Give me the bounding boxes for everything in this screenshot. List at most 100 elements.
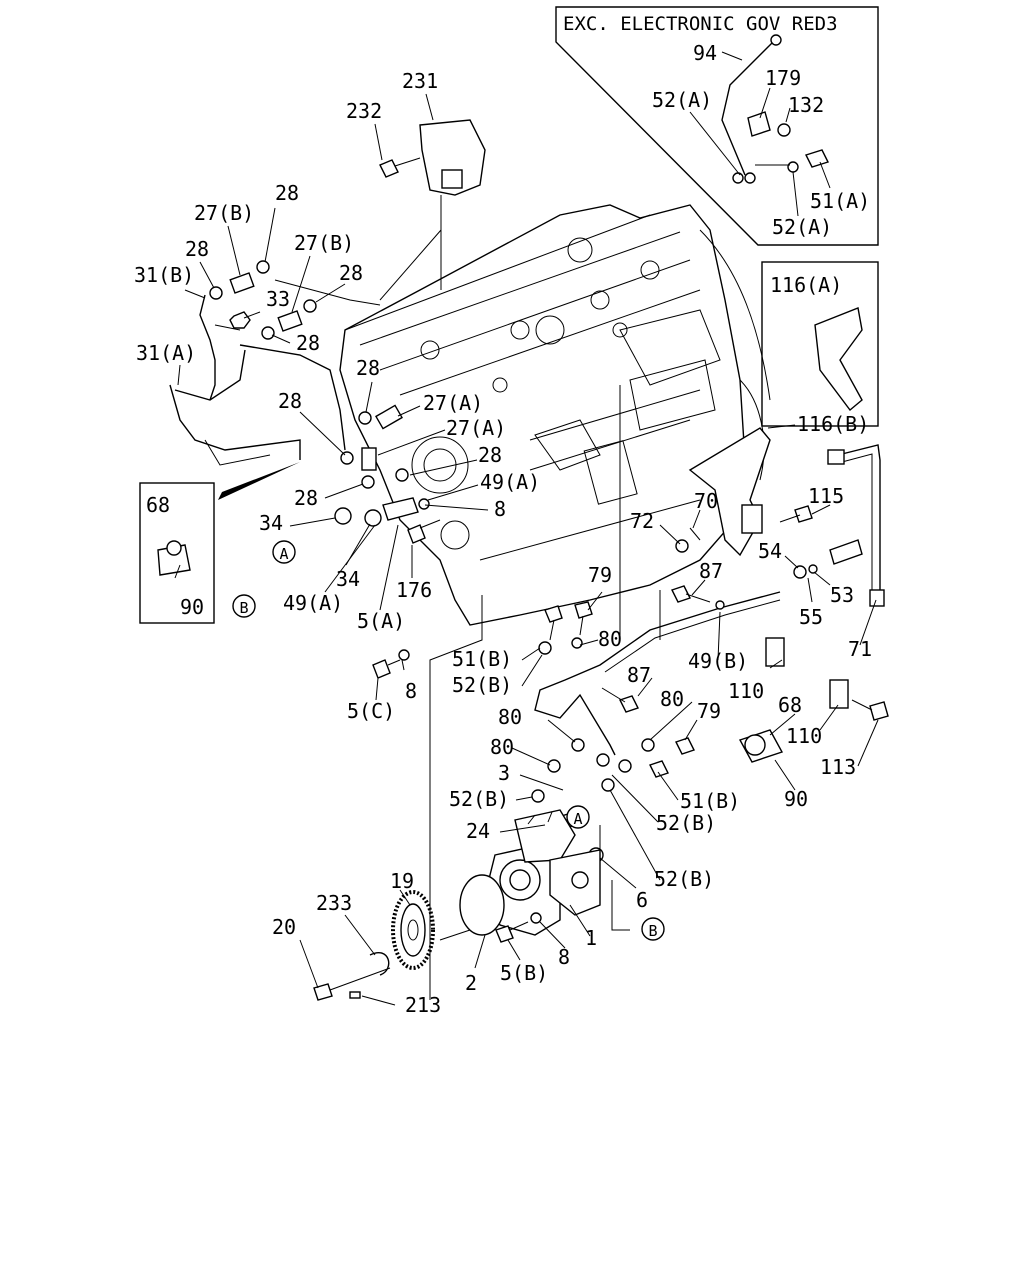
pipes-31 [169, 279, 381, 466]
inset-header: EXC. ELECTRONIC GOV RED3 [563, 13, 838, 35]
callout-20: 20 [272, 915, 296, 939]
callout-79-b: 79 [697, 699, 721, 723]
callout-5a: 5(A) [357, 609, 405, 633]
callout-3: 3 [498, 761, 510, 785]
callout-28-g: 28 [478, 443, 502, 467]
ref-marker-b2: B [641, 917, 665, 941]
callout-1: 1 [585, 926, 597, 950]
callout-31b: 31(B) [134, 263, 194, 287]
cover-231-detail [441, 169, 463, 189]
bracket-116a [814, 307, 863, 412]
ref-marker-b2-label: B [648, 922, 657, 940]
inset-116a [761, 261, 879, 427]
callout-49a-2: 49(A) [283, 591, 343, 615]
hose-27a-1 [375, 404, 403, 430]
callout-52b-3: 52(B) [656, 811, 716, 835]
fittings-left [334, 497, 441, 679]
ref-marker-a2-label: A [573, 810, 582, 828]
ref-marker-a1: A [272, 540, 296, 564]
callout-52b-1: 52(B) [452, 673, 512, 697]
callout-51b-2: 51(B) [680, 789, 740, 813]
callout-52b-4: 52(B) [654, 867, 714, 891]
bolt-113 [869, 701, 889, 721]
clip-110-a [765, 637, 785, 667]
callout-90-inset: 90 [180, 595, 204, 619]
callout-28-e: 28 [356, 356, 380, 380]
callout-5b: 5(B) [500, 961, 548, 985]
callout-27a-1: 27(A) [423, 391, 483, 415]
bolt-113-shank [851, 699, 873, 711]
callout-94: 94 [693, 41, 717, 65]
callout-68-right: 68 [778, 693, 802, 717]
callout-51a: 51(A) [810, 189, 870, 213]
ref-marker-b1: B [232, 594, 256, 618]
callout-28-f: 28 [278, 389, 302, 413]
callout-24: 24 [466, 819, 490, 843]
gov-pipe-assembly [721, 34, 829, 184]
callout-116b: 116(B) [797, 412, 869, 436]
bolt-232 [379, 159, 399, 178]
nut-33 [229, 311, 251, 329]
callout-231: 231 [402, 69, 438, 93]
callout-179: 179 [765, 66, 801, 90]
callout-80-d: 80 [490, 735, 514, 759]
callout-8-c: 8 [558, 945, 570, 969]
callout-51b-1: 51(B) [452, 647, 512, 671]
callout-27b-2: 27(B) [294, 231, 354, 255]
gear-19 [391, 890, 435, 970]
callout-34-a: 34 [259, 511, 283, 535]
callout-28-d: 28 [296, 331, 320, 355]
clamps-28 [209, 260, 409, 489]
callout-70: 70 [694, 489, 718, 513]
guide-lines [379, 195, 661, 1000]
callout-80-a: 80 [598, 627, 622, 651]
callout-68-inset: 68 [146, 493, 170, 517]
bolt-5b-shank [509, 921, 529, 931]
leader-lines [174, 51, 879, 1006]
inset-exc-electronic-gov [555, 6, 879, 246]
callout-52b-2: 52(B) [449, 787, 509, 811]
callout-115: 115 [808, 484, 844, 508]
callout-34-b: 34 [336, 567, 360, 591]
callout-5c: 5(C) [347, 699, 395, 723]
hose-27a-2 [361, 447, 377, 471]
callout-132: 132 [788, 93, 824, 117]
key-213 [349, 991, 361, 999]
callout-80-b: 80 [660, 687, 684, 711]
bolt-20 [313, 983, 333, 1001]
pipe-71-nut-top [827, 449, 845, 465]
callout-8-b: 8 [405, 679, 417, 703]
callout-49b: 49(B) [688, 649, 748, 673]
callout-72: 72 [630, 509, 654, 533]
callout-6: 6 [636, 888, 648, 912]
callout-53: 53 [830, 583, 854, 607]
callout-116a: 116(A) [770, 273, 842, 297]
plate-233 [369, 952, 390, 976]
hose-27b-2 [277, 310, 303, 332]
callout-49a-1: 49(A) [480, 470, 540, 494]
pipe-49b [534, 591, 781, 756]
callout-54: 54 [758, 539, 782, 563]
callout-79-a: 79 [588, 563, 612, 587]
direction-arrow [218, 462, 300, 500]
clip-110-b [829, 679, 849, 709]
callout-2: 2 [465, 971, 477, 995]
callout-28-b: 28 [185, 237, 209, 261]
bracket-116b-block [741, 504, 763, 534]
callout-27a-2: 27(A) [446, 416, 506, 440]
callout-31a: 31(A) [136, 341, 196, 365]
callout-233: 233 [316, 891, 352, 915]
callout-87-a: 87 [699, 559, 723, 583]
clip-68-left-hole [166, 540, 182, 556]
callout-71: 71 [848, 637, 872, 661]
pipe-49b-inner [604, 599, 781, 673]
clip-68-right-hole [744, 734, 766, 756]
bolt-20-shank [329, 967, 391, 991]
pipe-71 [837, 444, 881, 601]
callout-90-right: 90 [784, 787, 808, 811]
ref-marker-a2: A [566, 805, 590, 829]
callout-19: 19 [390, 869, 414, 893]
pipe-71-nut-bottom [869, 589, 885, 607]
callout-28-h: 28 [294, 486, 318, 510]
bolt-5b [495, 925, 514, 943]
